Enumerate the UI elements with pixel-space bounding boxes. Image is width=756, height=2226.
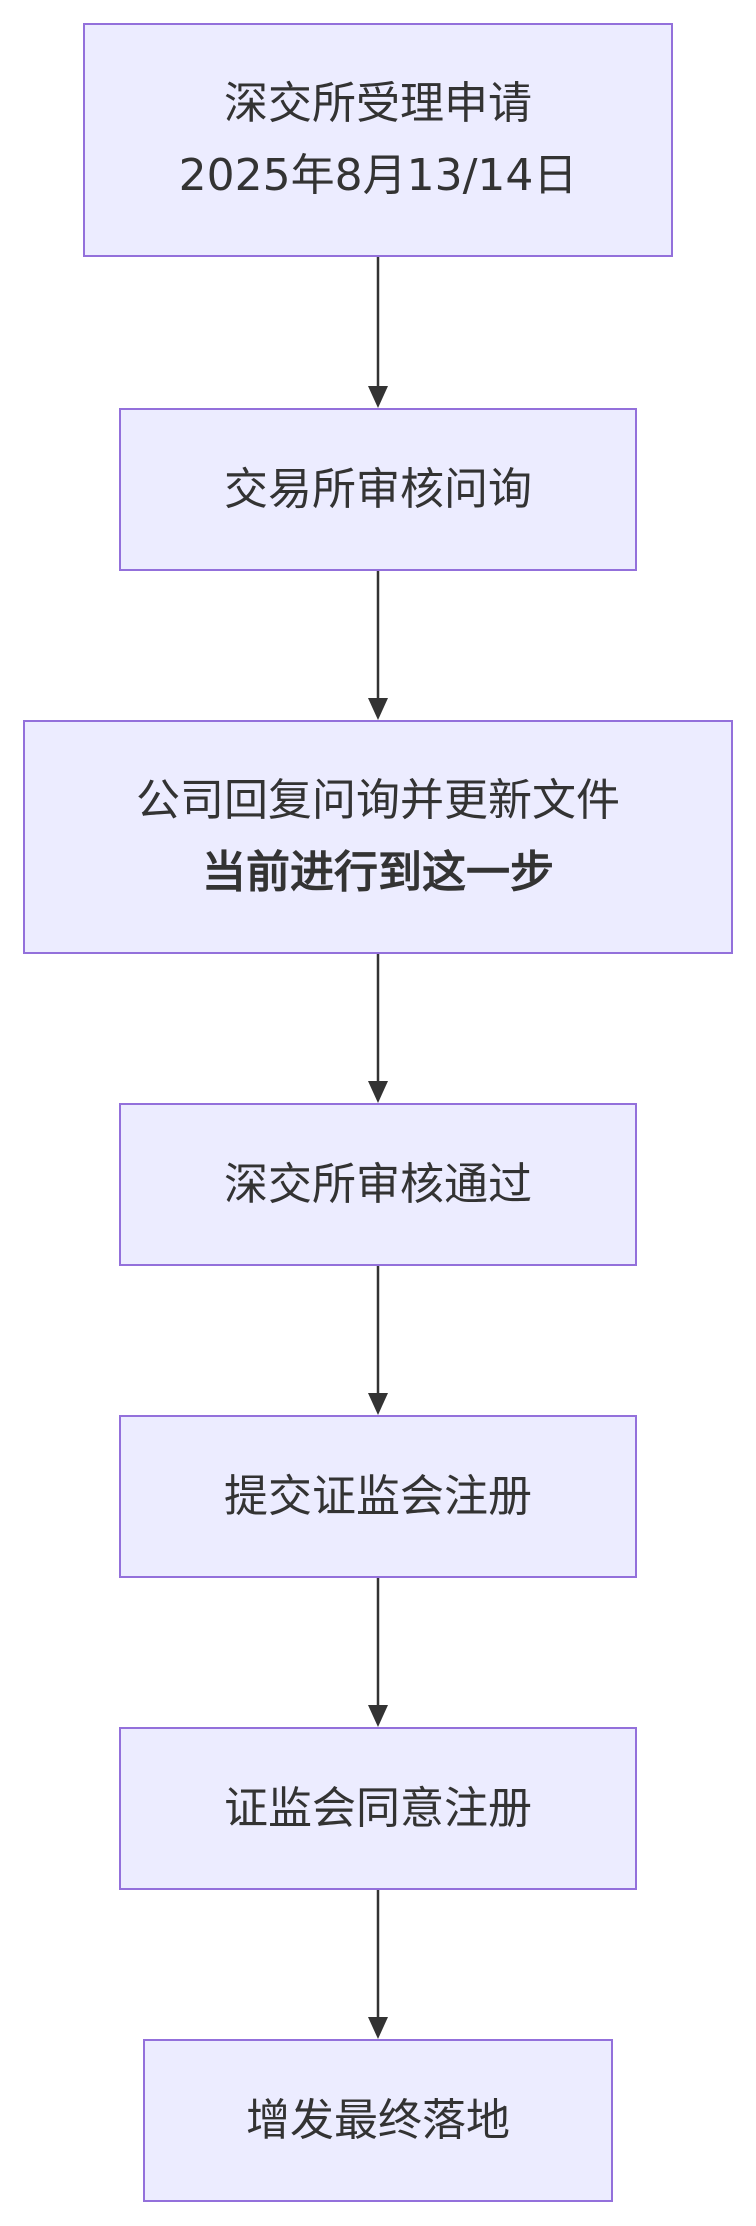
node-label: 增发最终落地	[246, 2094, 510, 2146]
node-csrc-registration-approval: 证监会同意注册	[119, 1727, 637, 1890]
node-label: 证监会同意注册	[224, 1782, 532, 1834]
node-label: 公司回复问询并更新文件	[136, 775, 620, 826]
node-label: 深交所审核通过	[224, 1158, 532, 1210]
arrowhead-icon	[368, 386, 388, 408]
edge-n6-n7	[368, 1890, 388, 2039]
arrowhead-icon	[368, 698, 388, 720]
current-step-marker: 当前进行到这一步	[202, 847, 554, 898]
node-csrc-registration-submission: 提交证监会注册	[119, 1415, 637, 1578]
node-exchange-approval: 深交所审核通过	[119, 1103, 637, 1266]
arrowhead-icon	[368, 1081, 388, 1103]
edge-n3-n4	[368, 954, 388, 1103]
edge-n1-n2	[368, 257, 388, 408]
node-offering-completion: 增发最终落地	[143, 2039, 613, 2202]
edge-n5-n6	[368, 1578, 388, 1727]
arrowhead-icon	[368, 1705, 388, 1727]
node-label: 深交所受理申请	[224, 78, 532, 129]
edge-n4-n5	[368, 1266, 388, 1415]
edge-n2-n3	[368, 571, 388, 720]
node-company-reply-current-step: 公司回复问询并更新文件 当前进行到这一步	[23, 720, 733, 954]
node-exchange-review-inquiry: 交易所审核问询	[119, 408, 637, 571]
node-label: 交易所审核问询	[224, 463, 532, 515]
arrowhead-icon	[368, 2017, 388, 2039]
node-date: 2025年8月13/14日	[178, 150, 578, 201]
arrowhead-icon	[368, 1393, 388, 1415]
node-exchange-acceptance: 深交所受理申请 2025年8月13/14日	[83, 23, 673, 257]
node-label: 提交证监会注册	[224, 1470, 532, 1522]
